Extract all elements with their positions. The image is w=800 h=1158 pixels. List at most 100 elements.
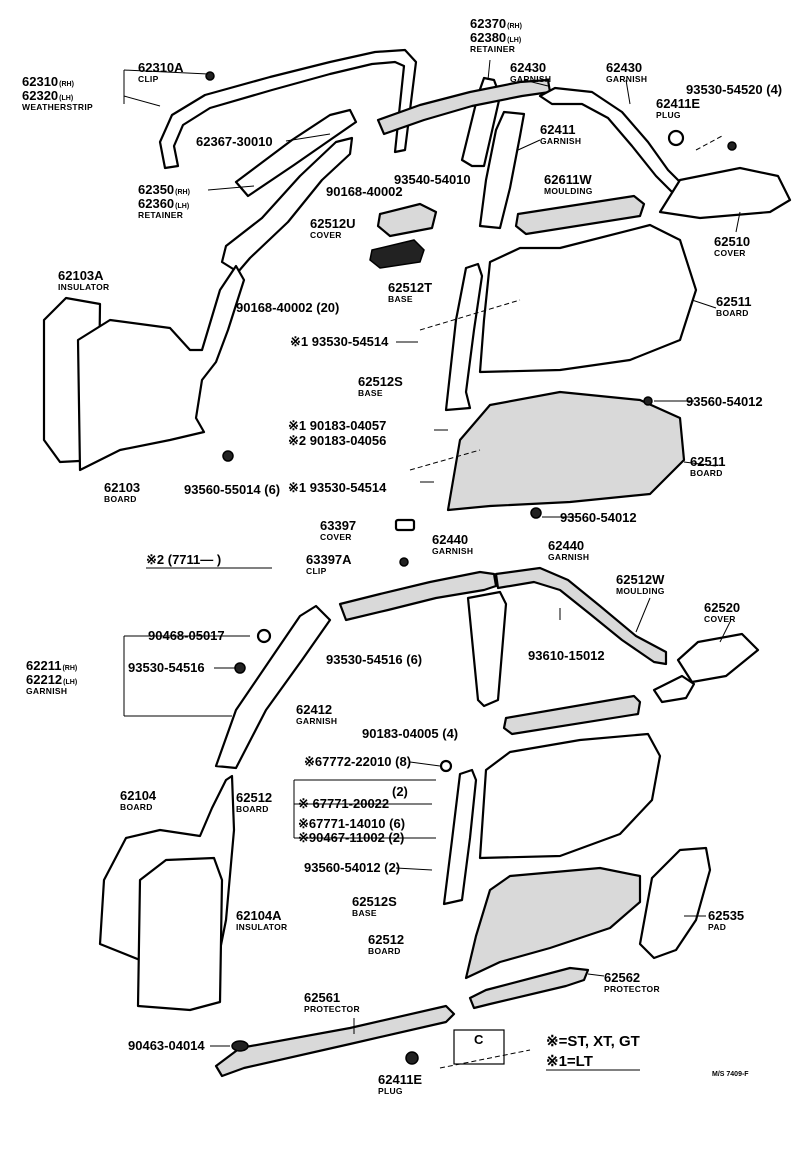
board-62512-low[interactable]	[464, 866, 642, 980]
label-62511b-name: BOARD	[690, 468, 723, 478]
label-62512-mid: 62512	[236, 790, 272, 805]
board-62511-upper[interactable]	[478, 223, 698, 374]
label-62430a: 62430	[510, 60, 546, 75]
label-62367: 62367-30010	[196, 134, 273, 149]
label-90183-04056: ※2 90183-04056	[288, 433, 386, 448]
label-90168-a: 90168-40002	[326, 184, 403, 199]
label-62411: 62411	[540, 122, 575, 137]
clip-62310a[interactable]	[205, 71, 215, 81]
label-box-c: C	[474, 1032, 484, 1047]
label-62380: 62380(LH)	[470, 30, 521, 45]
weatherstrip-62310[interactable]	[158, 48, 418, 170]
protector-62561[interactable]	[214, 1004, 456, 1078]
label-62411e-top-name: PLUG	[656, 110, 681, 120]
cover-63397[interactable]	[394, 518, 416, 532]
label-93560-54012c: 93560-54012 (2)	[304, 860, 400, 875]
label-62103a-name: INSULATOR	[58, 282, 110, 292]
label-62561-name: PROTECTOR	[304, 1004, 360, 1014]
label-62104: 62104	[120, 788, 157, 803]
label-62411e-top: 62411E	[656, 96, 700, 111]
label-67771: ※ 67771-20022	[298, 796, 389, 811]
label-62440a-name: GARNISH	[432, 546, 473, 556]
board-62103[interactable]	[76, 264, 246, 472]
legend-line-2: ※1=LT	[546, 1053, 593, 1070]
screw-93560-54012a[interactable]	[643, 396, 653, 406]
label-62411e-bot: 62411E	[378, 1072, 422, 1087]
screw-93530-54516[interactable]	[234, 662, 246, 674]
label-62211: 62211(RH)	[26, 658, 77, 673]
label-62430b-name: GARNISH	[606, 74, 647, 84]
label-93530-54514b: ※1 93530-54514	[288, 480, 387, 495]
label-62520: 62520	[704, 600, 740, 615]
label-62510: 62510	[714, 234, 750, 249]
screw-93560-55014[interactable]	[222, 450, 234, 462]
clip-63397a[interactable]	[399, 557, 409, 567]
label-63397-name: COVER	[320, 532, 352, 542]
pad-62535[interactable]	[638, 846, 712, 960]
label-62370: 62370(RH)	[470, 16, 522, 31]
base-62512s-lower[interactable]	[442, 768, 478, 906]
retainer-62350-upper[interactable]	[234, 108, 358, 198]
box-c	[453, 1029, 505, 1065]
moulding-62512w[interactable]	[502, 694, 642, 736]
plug-62411e-top[interactable]	[667, 129, 685, 147]
label-93560-55014: 93560-55014 (6)	[184, 482, 280, 497]
label-62512t-name: BASE	[388, 294, 413, 304]
label-90468: 90468-05017	[148, 628, 225, 643]
label-62211-name: GARNISH	[26, 686, 67, 696]
label-93530-54516a: 93530-54516	[128, 660, 205, 675]
label-62310: 62310(RH)	[22, 74, 74, 89]
label-62310a: 62310A	[138, 60, 184, 75]
clip-67772[interactable]	[439, 759, 453, 773]
label-62562: 62562	[604, 970, 640, 985]
screw-93530-54520[interactable]	[727, 141, 737, 151]
cover-62512u[interactable]	[376, 202, 438, 238]
cover-62520[interactable]	[676, 632, 760, 684]
label-63397a: 63397A	[306, 552, 352, 567]
label-62510-name: COVER	[714, 248, 746, 258]
label-90467: ※90467-11002 (2)	[298, 830, 404, 845]
protector-62562[interactable]	[468, 966, 590, 1010]
label-62104a: 62104A	[236, 908, 282, 923]
board-62512-mid[interactable]	[478, 732, 662, 860]
garnish-62411[interactable]	[478, 110, 526, 230]
label-62562-name: PROTECTOR	[604, 984, 660, 994]
label-62511a: 62511	[716, 294, 751, 309]
screw-93560-54012b[interactable]	[530, 507, 542, 519]
label-62103a: 62103A	[58, 268, 104, 283]
label-62512w: 62512W	[616, 572, 665, 587]
base-62512s-upper[interactable]	[444, 262, 484, 412]
plug-62411e-bottom[interactable]	[405, 1051, 419, 1065]
garnish-62440-right[interactable]	[494, 566, 668, 666]
label-62512u: 62512U	[310, 216, 356, 231]
garnish-62211[interactable]	[214, 604, 332, 770]
label-62212: 62212(LH)	[26, 672, 77, 687]
label-62512s-b-name: BASE	[352, 908, 377, 918]
board-62511-lower[interactable]	[446, 390, 686, 512]
cover-62510[interactable]	[658, 166, 792, 220]
label-62520-name: COVER	[704, 614, 736, 624]
garnish-62412[interactable]	[466, 590, 508, 708]
label-62350: 62350(RH)	[138, 182, 190, 197]
clip-90468[interactable]	[256, 628, 272, 644]
cover-62520-piece[interactable]	[652, 674, 696, 704]
retainer-62350[interactable]	[220, 136, 354, 274]
label-62611w-name: MOULDING	[544, 186, 593, 196]
label-93530-54516b: 93530-54516 (6)	[326, 652, 422, 667]
label-93560-54012a: 93560-54012	[686, 394, 763, 409]
label-62310-name: WEATHERSTRIP	[22, 102, 93, 112]
base-62512t[interactable]	[369, 239, 425, 269]
label-62440b-name: GARNISH	[548, 552, 589, 562]
label-62535: 62535	[708, 908, 744, 923]
label-62412-name: GARNISH	[296, 716, 337, 726]
label-93530-54520: 93530-54520 (4)	[686, 82, 782, 97]
clip-90463[interactable]	[231, 1040, 249, 1052]
moulding-62611w[interactable]	[514, 194, 646, 236]
label-90463: 90463-04014	[128, 1038, 205, 1053]
insulator-62104a[interactable]	[136, 856, 224, 1012]
label-62430b: 62430	[606, 60, 642, 75]
label-62440b: 62440	[548, 538, 584, 553]
label-62512s-a: 62512S	[358, 374, 403, 389]
garnish-62440-left[interactable]	[338, 570, 498, 622]
label-62512s-b: 62512S	[352, 894, 397, 909]
